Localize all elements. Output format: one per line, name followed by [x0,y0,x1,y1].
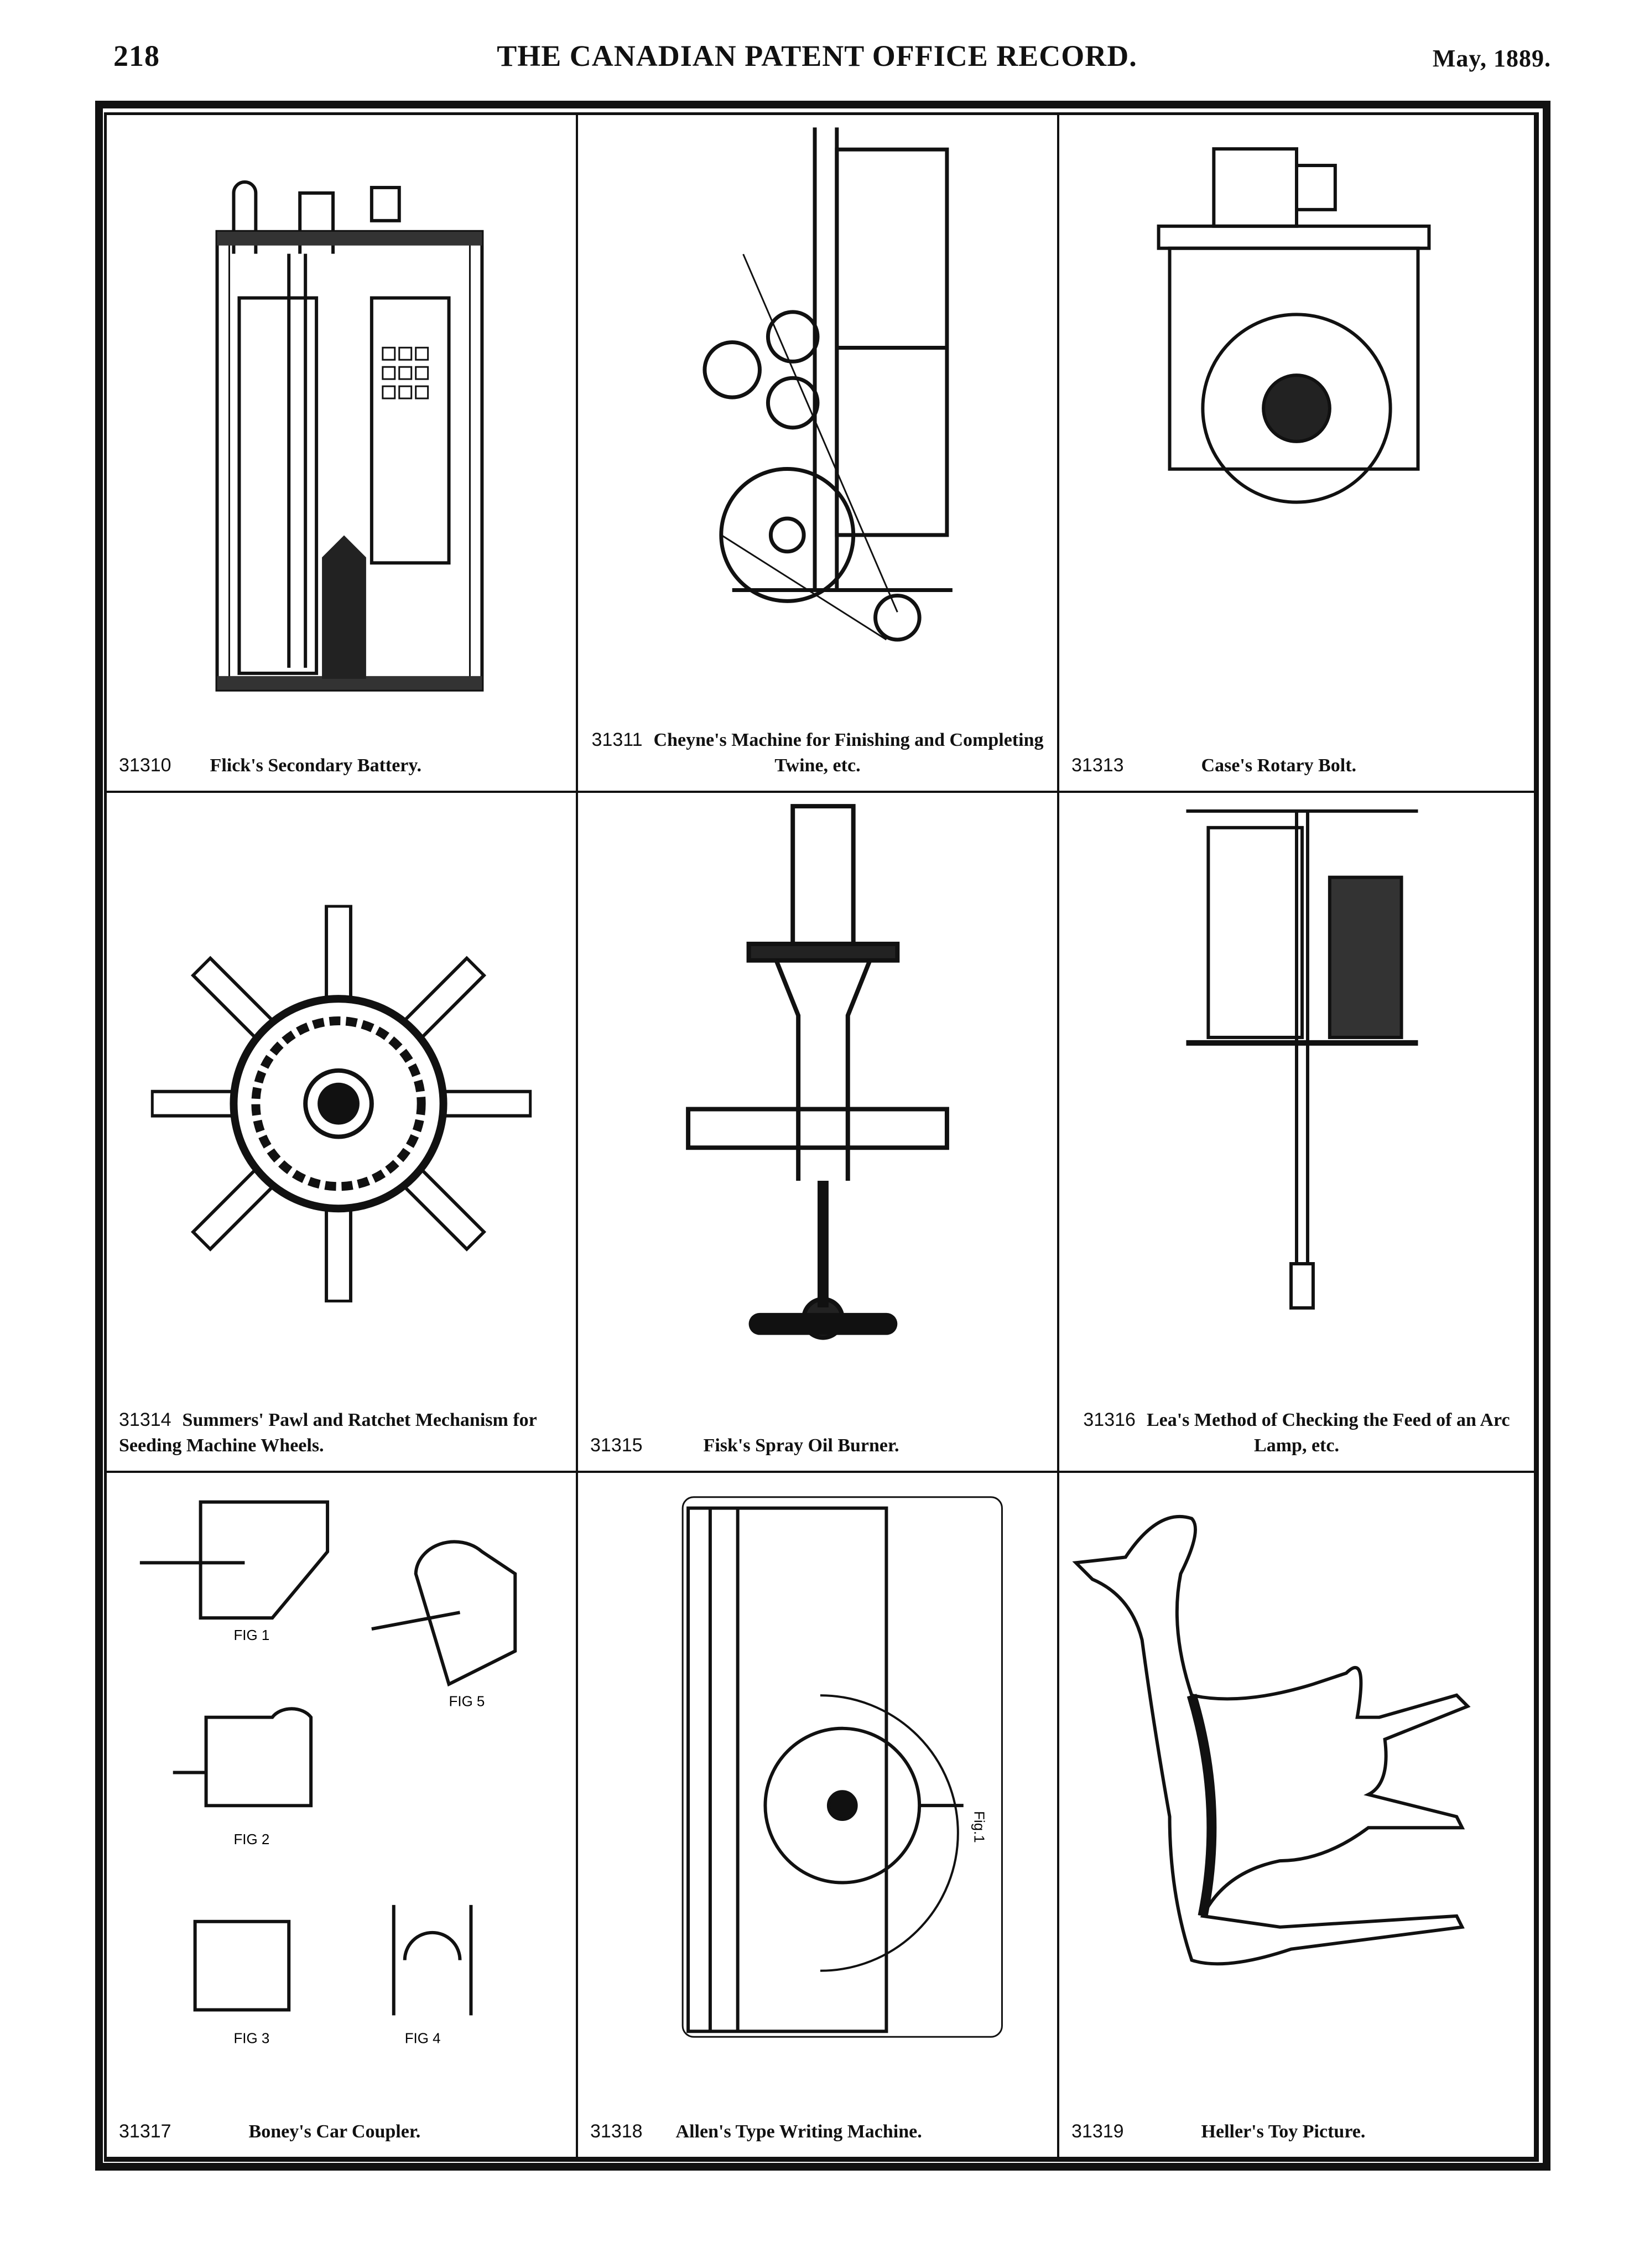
patent-cell-31310: 31310 Flick's Secondary Battery. [107,115,578,793]
inner-frame [104,112,1539,2162]
patent-title: Lea's Method of Checking the Feed of an … [1146,1410,1510,1456]
horse-silhouette [1072,1514,1471,1966]
patent-title: Heller's Toy Picture. [1201,2121,1366,2142]
patent-caption: 31317 Boney's Car Coupler. [119,2119,564,2145]
patent-cell-31316: 31316 Lea's Method of Checking the Feed o… [1059,793,1536,1473]
patent-number: 31315 [590,1435,643,1456]
patent-caption: 31319 Heller's Toy Picture. [1071,2119,1522,2145]
patent-caption: 31310 Flick's Secondary Battery. [119,752,564,779]
patent-cell-31318: Fig.1 31318 Allen's Type Writing Machine. [578,1473,1059,2159]
patent-title: Case's Rotary Bolt. [1201,755,1357,776]
patent-number: 31316 [1083,1409,1136,1430]
patent-cell-31319: 31319 Heller's Toy Picture. [1059,1473,1536,2159]
fig-label: Fig.1 [971,1811,987,1843]
oil-burner-drawing [686,804,949,1340]
patent-title: Flick's Secondary Battery. [210,755,422,776]
patent-number: 31313 [1071,755,1124,776]
patent-title: Summers' Pawl and Ratchet Mechanism for … [119,1410,537,1456]
patent-cell-31317: FIG 1 FIG 2 FIG 3 FIG 4 FIG 5 31317 Boney… [107,1473,578,2159]
battery-drawing [215,180,484,692]
patent-cell-31313: 31313 Case's Rotary Bolt. [1059,115,1536,793]
publication-title: THE CANADIAN PATENT OFFICE RECORD. [497,39,1137,72]
patent-number: 31317 [119,2121,171,2142]
patent-number: 31311 [591,729,643,750]
fig-label: FIG 1 [233,1628,269,1643]
patent-caption: 31313 Case's Rotary Bolt. [1071,752,1522,779]
outer-frame [95,101,1550,2171]
arc-lamp-drawing [1186,809,1418,1310]
horse-picture-drawing [1072,1514,1471,1966]
rotary-bolt-drawing [1157,147,1431,504]
fig-label: FIG 2 [233,1832,269,1847]
fig-label: FIG 3 [233,2031,269,2046]
patent-number: 31314 [119,1409,171,1430]
patent-title: Fisk's Spray Oil Burner. [703,1435,899,1456]
fig-label: FIG 5 [449,1694,485,1710]
page-number: 218 [113,39,160,72]
patent-title: Allen's Type Writing Machine. [675,2121,922,2142]
patent-caption: 31318 Allen's Type Writing Machine. [590,2119,1045,2145]
patent-caption: 31315 Fisk's Spray Oil Burner. [590,1433,1045,1459]
ratchet-wheel-drawing [150,905,532,1302]
patent-caption: 31311 Cheyne's Machine for Finishing and … [590,727,1045,779]
patent-number: 31319 [1071,2121,1124,2142]
fig-label: FIG 4 [405,2031,441,2046]
patent-caption: 31316 Lea's Method of Checking the Feed o… [1071,1407,1522,1459]
patent-cell-31315: 31315 Fisk's Spray Oil Burner. [578,793,1059,1473]
car-coupler-drawing: FIG 1 FIG 2 FIG 3 FIG 4 FIG 5 [139,1500,517,2046]
issue-date: May, 1889. [1432,45,1551,72]
patent-number: 31318 [590,2121,643,2142]
twine-machine-drawing [702,127,953,642]
patent-number: 31310 [119,755,171,776]
patent-title: Cheyne's Machine for Finishing and Compl… [653,730,1044,776]
typewriter-drawing: Fig.1 [681,1496,1003,2038]
patent-cell-31311: 31311 Cheyne's Machine for Finishing and … [578,115,1059,793]
patent-title: Boney's Car Coupler. [248,2121,421,2142]
